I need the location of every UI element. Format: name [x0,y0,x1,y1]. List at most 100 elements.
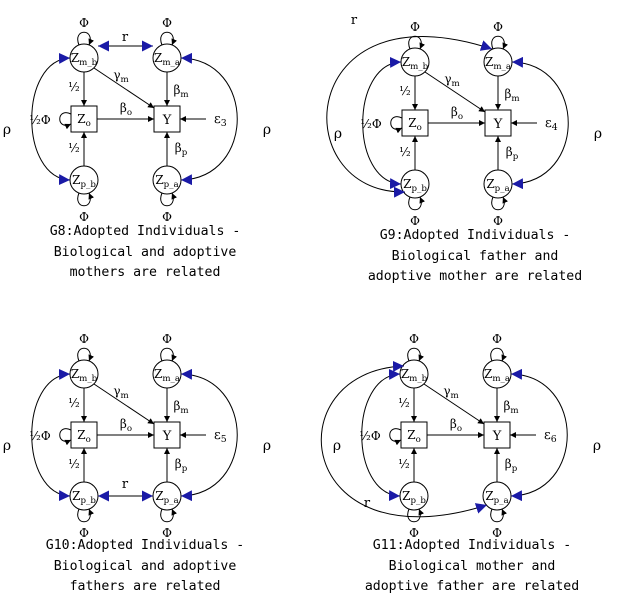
rho-right [510,368,568,502]
loop-zpb [407,508,425,523]
node-y-label: Y [162,429,172,444]
loop-zma [490,347,508,362]
loop-zpa [491,196,509,211]
path-zma-y-label: βm [173,83,188,100]
caption-g11-line2: Biological mother and [388,558,556,574]
node-zo-label: Zo [77,428,91,445]
loop-zpb-label: Φ [79,210,89,224]
path-zo-y-label: βo [450,417,462,434]
path-zpb-zo-label: ½ [68,141,80,155]
loop-zpa [160,508,178,523]
loop-zpa [160,192,178,207]
path-zo-y-label: βo [120,101,132,118]
epsilon-label: ε5 [214,428,227,445]
caption-g11: G11:Adopted Individuals - Biological mot… [327,536,617,598]
rho-right [180,52,238,186]
loop-zo [59,428,72,446]
caption-g10-line1: G10:Adopted Individuals - [45,538,245,553]
epsilon-label: ε4 [545,116,558,133]
node-y-label: Y [492,429,502,444]
loop-zo [390,116,403,134]
node-zpb-label: Zp_b [72,489,96,506]
node-y-label: Y [162,113,172,128]
r-path [326,36,493,198]
node-zma-label: Zm_a [484,367,510,384]
path-zmb-zo-label: ½ [68,80,80,94]
loop-zpa-label: Φ [162,526,172,540]
caption-g11-line3: adoptive father are related [364,579,580,594]
r-label: r [351,13,358,28]
path-zpa-y-label: βp [506,145,519,162]
loop-zpb-label: Φ [410,214,420,228]
loop-zo [389,428,402,446]
caption-g10-line2: Biological and adoptive [53,558,237,574]
caption-g8-line2: Biological and adoptive [53,244,237,260]
epsilon-label: ε3 [214,112,227,129]
caption-g8: G8:Adopted Individuals - Biological and … [0,222,290,284]
loop-zma [491,35,509,50]
loop-zpa [490,508,508,523]
node-zpa-label: Zp_a [155,489,178,506]
r-path [320,360,488,518]
loop-zpb [408,196,426,211]
rho-left-label: ρ [333,438,341,454]
loop-zmb-label: Φ [79,332,89,346]
loop-zo-label: ½Φ [360,117,382,131]
node-zmb-label: Zm_b [71,51,98,68]
caption-g8-line1: G8:Adopted Individuals - [49,224,241,239]
path-zmb-zo-label: ½ [68,396,80,410]
rho-right-label: ρ [593,438,601,454]
loop-zpb [77,508,95,523]
loop-zmb [407,347,425,362]
path-zpb-zo-label: ½ [399,145,411,159]
rho-right [511,56,569,190]
node-zpa-label: Zp_a [485,489,508,506]
node-zpa-label: Zp_a [155,173,178,190]
loop-zmb [408,35,426,50]
loop-zma-label: Φ [162,332,172,346]
loop-zma-label: Φ [492,332,502,346]
loop-zo-label: ½Φ [359,429,381,443]
loop-zma-label: Φ [162,16,172,30]
loop-zpb-label: Φ [79,526,89,540]
rho-right-label: ρ [263,122,271,138]
path-zmb-zo-label: ½ [398,396,410,410]
path-zma-y-label: βm [503,399,518,416]
loop-zma [160,31,178,46]
loop-zma [160,347,178,362]
caption-g9-line3: adoptive mother are related [367,269,583,284]
path-zpa-y-label: βp [175,141,188,158]
node-y-label: Y [493,117,503,132]
path-zpa-y-label: βp [505,457,518,474]
node-zmb-label: Zm_b [71,367,98,384]
loop-zo [59,112,72,130]
caption-g10-line3: fathers are related [69,579,221,594]
caption-g10: G10:Adopted Individuals - Biological and… [0,536,290,598]
rho-left [31,52,71,186]
caption-g9-line2: Biological father and [391,248,559,264]
loop-zma-label: Φ [493,20,503,34]
path-zma-y-label: βm [173,399,188,416]
loop-zo-label: ½Φ [29,113,51,127]
node-zma-label: Zm_a [154,51,180,68]
loop-zmb-label: Φ [410,20,420,34]
path-zpb-zo-label: ½ [68,457,80,471]
loop-zpb [77,192,95,207]
rho-left [362,56,402,190]
path-zpb-zo-label: ½ [398,457,410,471]
rho-right [180,368,238,502]
r-label: r [122,477,129,492]
path-zpa-y-label: βp [175,457,188,474]
path-zo-y-label: βo [451,105,463,122]
loop-zo-label: ½Φ [29,429,51,443]
rho-right-label: ρ [263,438,271,454]
loop-zpb-label: Φ [409,526,419,540]
rho-left-label: ρ [3,122,11,138]
path-zmb-y-label: γm [113,68,128,85]
path-zmb-y [93,67,155,109]
path-zmb-y-label: γm [113,384,128,401]
